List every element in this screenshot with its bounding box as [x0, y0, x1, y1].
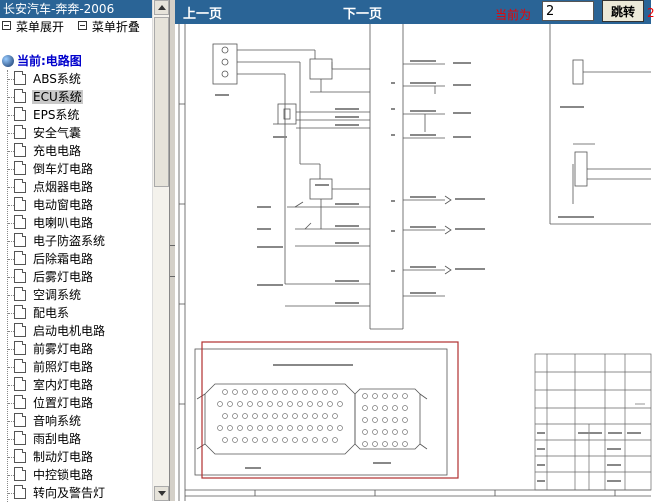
tree-item[interactable]: 配电系: [4, 304, 152, 322]
jump-button[interactable]: 跳转: [602, 0, 644, 22]
collapse-box-icon: [77, 21, 87, 30]
tree-item-label: ABS系统: [33, 72, 81, 86]
document-icon: [14, 449, 26, 463]
tree-item-label: 电动窗电路: [33, 198, 94, 212]
document-icon: [14, 215, 26, 229]
tree-item[interactable]: 雨刮电路: [4, 430, 152, 448]
tree-item-label: 倒车灯电路: [33, 162, 94, 176]
tree-root[interactable]: 当前:电路图: [0, 52, 152, 70]
tree-item-label: 后除霜电路: [33, 252, 94, 266]
document-icon: [14, 71, 26, 85]
highlight-frame: [201, 341, 459, 479]
diagram-viewer: 上一页 下一页 当前为 跳转 2: [175, 0, 655, 501]
tree-item-label: 制动灯电路: [33, 450, 94, 464]
tree-item-label: 空调系统: [33, 288, 82, 302]
document-icon: [14, 413, 26, 427]
tree-item-label: 室内灯电路: [33, 378, 94, 392]
tree-item-label: ECU系统: [32, 90, 83, 104]
tree-item[interactable]: 启动电机电路: [4, 322, 152, 340]
page-navigation-bar: 上一页 下一页 当前为 跳转 2: [175, 0, 655, 24]
document-icon: [14, 395, 26, 409]
document-icon: [14, 197, 26, 211]
document-icon: [14, 467, 26, 481]
document-icon: [14, 143, 26, 157]
collapse-box-icon: [2, 21, 11, 30]
tree-item[interactable]: ABS系统: [4, 70, 152, 88]
tree-list: ABS系统 ECU系统 EPS系统安全气囊充电电路倒车灯电路点烟器电路电动窗电路电喇…: [4, 70, 152, 502]
globe-icon: [2, 55, 14, 67]
tree-item[interactable]: 前雾灯电路: [4, 340, 152, 358]
tree-item-label: EPS系统: [33, 108, 80, 122]
document-icon: [14, 251, 26, 265]
scroll-thumb[interactable]: [154, 17, 169, 187]
tree-item[interactable]: 倒车灯电路: [4, 160, 152, 178]
tree-item[interactable]: EPS系统: [4, 106, 152, 124]
document-icon: [14, 233, 26, 247]
tree-item[interactable]: 室内灯电路: [4, 376, 152, 394]
document-icon: [14, 323, 26, 337]
current-page-label: 当前为: [495, 8, 532, 22]
tree-item-label: 启动电机电路: [33, 324, 106, 338]
tree-item-label: 配电系: [33, 306, 70, 320]
app-title: 长安汽车-奔奔-2006: [0, 0, 152, 18]
splitter-grip-icon: [170, 245, 175, 277]
tree-item-label: 前照灯电路: [33, 360, 94, 374]
prev-page-link[interactable]: 上一页: [183, 7, 223, 22]
circuit-tree: 当前:电路图 ABS系统 ECU系统 EPS系统安全气囊充电电路倒车灯电路点烟器电路…: [0, 52, 152, 502]
tree-item[interactable]: 后雾灯电路: [4, 268, 152, 286]
tree-item[interactable]: 电动窗电路: [4, 196, 152, 214]
tree-item[interactable]: 制动灯电路: [4, 448, 152, 466]
tree-item-label: 电喇叭电路: [33, 216, 94, 230]
tree-item[interactable]: 电喇叭电路: [4, 214, 152, 232]
tree-scrollbar[interactable]: [152, 0, 170, 501]
document-icon: [14, 287, 26, 301]
document-icon: [14, 377, 26, 391]
scroll-down-arrow-icon[interactable]: [154, 486, 169, 501]
navigation-pane: 长安汽车-奔奔-2006 菜单展开 菜单折叠 当前:电路图 ABS系统 ECU系统…: [0, 0, 152, 502]
document-icon: [14, 305, 26, 319]
circuit-diagram-image: [175, 24, 652, 501]
document-icon: [14, 125, 26, 139]
tree-item[interactable]: 空调系统: [4, 286, 152, 304]
tree-item-label: 充电电路: [33, 144, 82, 158]
tree-item-label: 雨刮电路: [33, 432, 82, 446]
tree-item-label: 安全气囊: [33, 126, 82, 140]
tree-item[interactable]: 位置灯电路: [4, 394, 152, 412]
document-icon: [14, 161, 26, 175]
document-icon: [14, 179, 26, 193]
document-icon: [14, 341, 26, 355]
tree-item-label: 位置灯电路: [33, 396, 94, 410]
tree-item[interactable]: 前照灯电路: [4, 358, 152, 376]
tree-item[interactable]: ECU系统: [4, 88, 152, 106]
menu-expand-button[interactable]: 菜单展开: [2, 18, 64, 36]
tree-item[interactable]: 音响系统: [4, 412, 152, 430]
tree-item-label: 音响系统: [33, 414, 82, 428]
tree-item[interactable]: 安全气囊: [4, 124, 152, 142]
document-icon: [14, 89, 26, 103]
document-icon: [14, 107, 26, 121]
tree-item[interactable]: 转向及警告灯: [4, 484, 152, 502]
document-icon: [14, 431, 26, 445]
tree-item[interactable]: 后除霜电路: [4, 250, 152, 268]
tree-item-label: 中控锁电路: [33, 468, 94, 482]
tree-item[interactable]: 点烟器电路: [4, 178, 152, 196]
menu-collapse-button[interactable]: 菜单折叠: [77, 18, 140, 36]
document-icon: [14, 359, 26, 373]
scroll-up-arrow-icon[interactable]: [154, 0, 169, 15]
tree-item-label: 后雾灯电路: [33, 270, 94, 284]
next-page-link[interactable]: 下一页: [343, 7, 383, 22]
menu-toolbar: 菜单展开 菜单折叠: [0, 18, 152, 36]
page-total-label: 2: [647, 6, 655, 20]
tree-item[interactable]: 电子防盗系统: [4, 232, 152, 250]
document-icon: [14, 485, 26, 499]
tree-item-label: 点烟器电路: [33, 180, 94, 194]
tree-item-label: 前雾灯电路: [33, 342, 94, 356]
tree-item-label: 电子防盗系统: [33, 234, 106, 248]
tree-item[interactable]: 中控锁电路: [4, 466, 152, 484]
page-number-input[interactable]: [542, 1, 594, 21]
document-icon: [14, 269, 26, 283]
tree-item[interactable]: 充电电路: [4, 142, 152, 160]
tree-item-label: 转向及警告灯: [33, 486, 106, 500]
